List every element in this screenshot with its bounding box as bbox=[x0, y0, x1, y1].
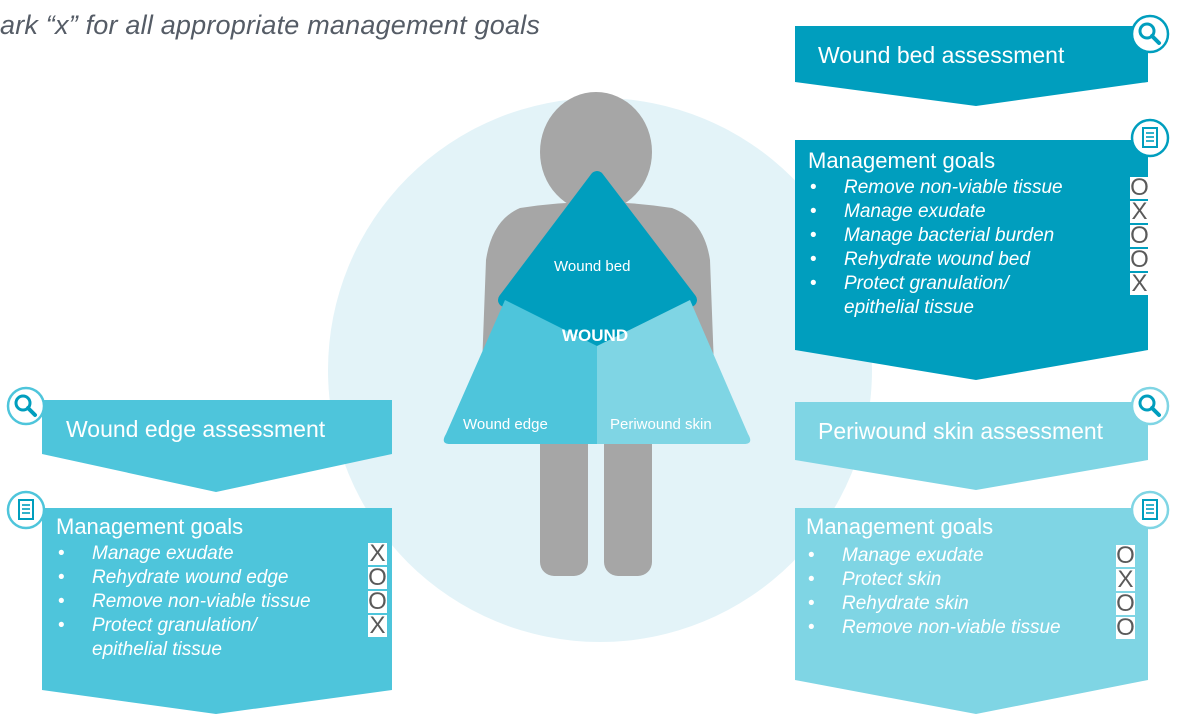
wound-edge-label: Wound edge bbox=[463, 416, 548, 433]
goal-item-continued: epithelial tissue bbox=[92, 639, 222, 660]
wound-edge-panel-shapes bbox=[42, 400, 392, 714]
goal-checkbox[interactable]: O bbox=[1130, 222, 1149, 249]
goal-checkbox[interactable]: O bbox=[368, 588, 387, 615]
wound-edge-segment bbox=[443, 300, 597, 444]
goal-item: •Protect granulation/X bbox=[810, 270, 1149, 297]
periwound-segment bbox=[597, 300, 751, 444]
wound-label: WOUND bbox=[562, 326, 629, 345]
periwound-skin-label: Periwound skin bbox=[610, 416, 712, 433]
checklist-icon bbox=[1130, 490, 1170, 530]
magnifier-icon[interactable] bbox=[1130, 14, 1170, 54]
goal-checkbox[interactable]: X bbox=[368, 612, 387, 639]
goal-checkbox[interactable]: X bbox=[1116, 566, 1135, 593]
goal-checkbox[interactable]: O bbox=[1130, 174, 1149, 201]
wound-bed-panel-shapes bbox=[795, 26, 1148, 380]
goal-item: •Protect granulation/X bbox=[58, 612, 387, 639]
goal-item-continued: epithelial tissue bbox=[844, 297, 974, 318]
wound-edge-goals-title: Management goals bbox=[56, 514, 244, 539]
wound-bed-goals-title: Management goals bbox=[808, 148, 996, 173]
goal-checkbox[interactable]: O bbox=[1130, 246, 1149, 273]
goal-checkbox[interactable]: O bbox=[1116, 590, 1135, 617]
goal-checkbox[interactable]: X bbox=[1130, 198, 1149, 225]
magnifier-icon[interactable] bbox=[6, 386, 46, 426]
goal-checkbox[interactable]: O bbox=[1116, 542, 1135, 569]
periwound-assessment-header: Periwound skin assessment bbox=[818, 418, 1104, 444]
wound-edge-assessment-header: Wound edge assessment bbox=[66, 416, 326, 442]
periwound-panel-shapes bbox=[795, 402, 1148, 714]
wound-triangle bbox=[443, 171, 751, 444]
magnifier-icon[interactable] bbox=[1130, 386, 1170, 426]
wound-bed-label: Wound bed bbox=[554, 258, 631, 275]
instruction-text: ark “x” for all appropriate management g… bbox=[0, 10, 541, 40]
checklist-icon bbox=[6, 490, 46, 530]
goal-checkbox[interactable]: X bbox=[368, 540, 387, 567]
checklist-icon bbox=[1130, 118, 1170, 158]
wound-bed-assessment-header: Wound bed assessment bbox=[818, 42, 1065, 68]
goal-checkbox[interactable]: O bbox=[1116, 614, 1135, 641]
goal-checkbox[interactable]: O bbox=[368, 564, 387, 591]
periwound-goals-title: Management goals bbox=[806, 514, 994, 539]
goal-checkbox[interactable]: X bbox=[1130, 270, 1149, 297]
